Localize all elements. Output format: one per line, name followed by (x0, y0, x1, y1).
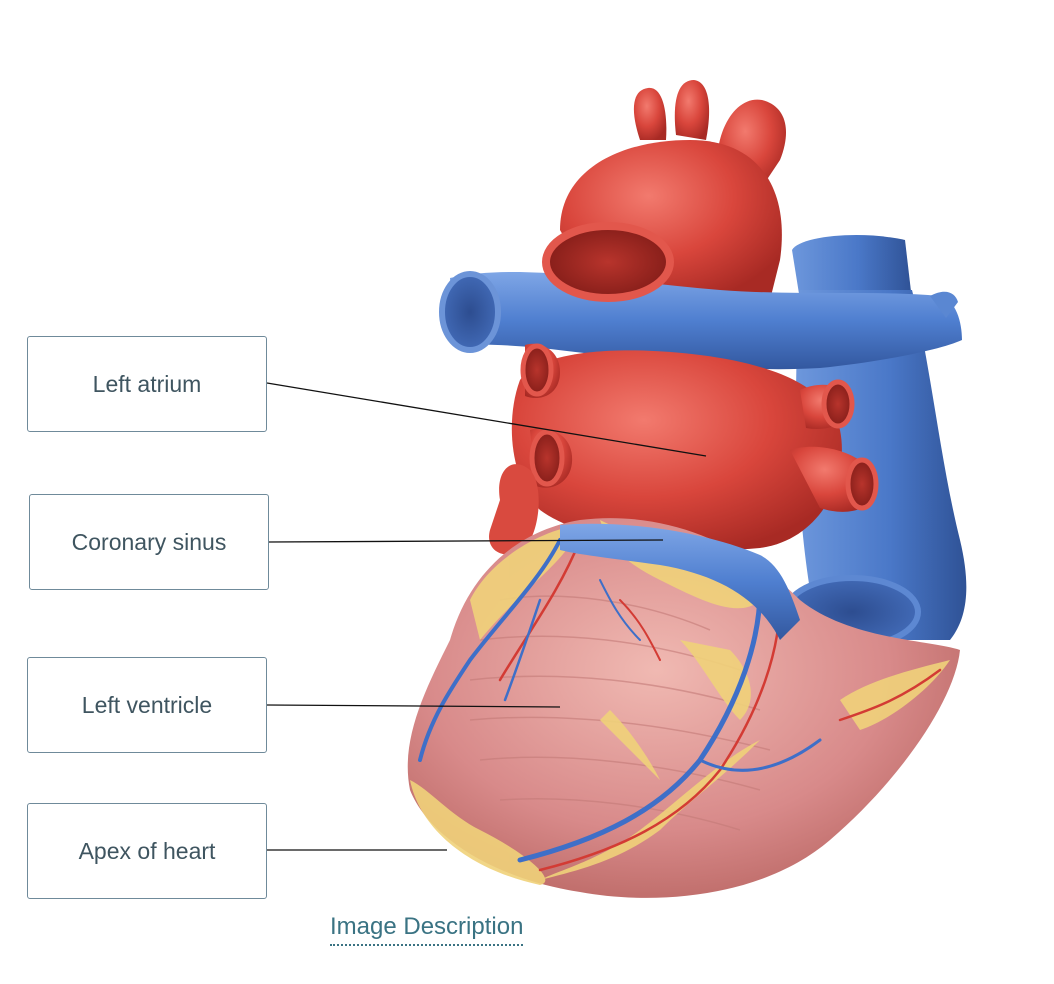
image-description-link[interactable]: Image Description (330, 913, 524, 946)
aorta-opening (542, 222, 674, 302)
leader-line-left-ventricle (266, 704, 561, 708)
label-coronary-sinus[interactable]: Coronary sinus (29, 494, 269, 590)
label-left-atrium[interactable]: Left atrium (27, 336, 267, 432)
ventricles (407, 518, 960, 898)
leader-line-left-atrium (266, 382, 707, 457)
label-apex-of-heart[interactable]: Apex of heart (27, 803, 267, 899)
leader-line-coronary-sinus (268, 539, 664, 543)
label-left-ventricle[interactable]: Left ventricle (27, 657, 267, 753)
left-atrium (489, 343, 879, 555)
coronary-sinus (560, 523, 800, 640)
leader-lines (266, 382, 707, 851)
